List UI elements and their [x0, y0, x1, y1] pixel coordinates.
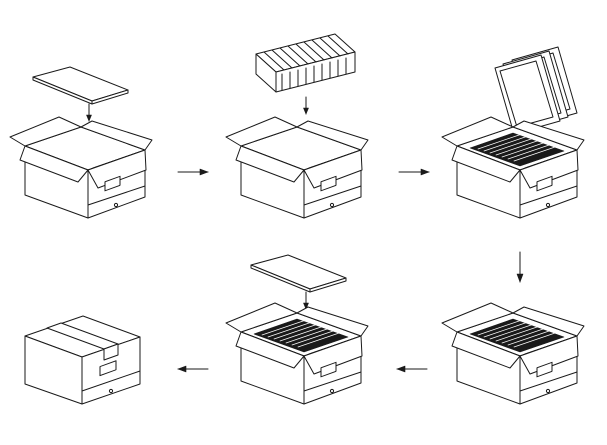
- step-5-sheet: [250, 254, 347, 293]
- step-3-frames: [494, 46, 578, 135]
- step-5-drop-arrow: [303, 291, 309, 310]
- step-1-sheet: [32, 66, 129, 105]
- step-1-box-open: [9, 116, 153, 219]
- flow-arrow-3-4: [516, 251, 524, 283]
- step-1-drop-arrow: [86, 103, 92, 122]
- step-2-box-open: [225, 116, 369, 219]
- flow-arrow-2-3: [398, 168, 430, 176]
- flow-arrow-1-2: [177, 168, 209, 176]
- step-3-box-filled: [442, 117, 584, 218]
- step-2-drop-arrow: [303, 96, 309, 115]
- flow-arrow-4-5: [396, 365, 428, 373]
- step-6-box-closed: [24, 315, 141, 405]
- step-4-box-filled: [442, 303, 584, 404]
- step-5-box-filled: [226, 303, 368, 404]
- step-2-partition-rack: [255, 33, 356, 93]
- flow-arrow-5-6: [177, 365, 209, 373]
